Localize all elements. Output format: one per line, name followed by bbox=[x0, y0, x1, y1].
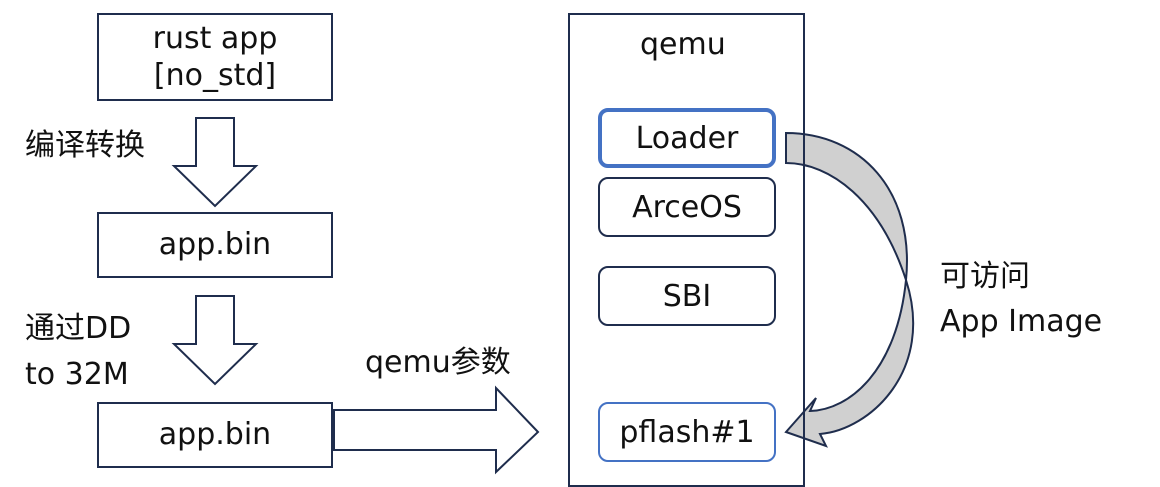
app-bin-label-1: app.bin bbox=[158, 227, 272, 263]
arceos-box: ArceOS bbox=[598, 177, 776, 237]
qemu-param-label: qemu参数 bbox=[365, 345, 511, 380]
arceos-label: ArceOS bbox=[632, 189, 742, 225]
qemu-container bbox=[568, 13, 805, 487]
down-arrow-1 bbox=[171, 117, 259, 208]
app-bin-box-1: app.bin bbox=[97, 212, 333, 278]
sbi-box: SBI bbox=[598, 266, 776, 326]
right-arrow bbox=[333, 385, 540, 475]
app-bin-box-2: app.bin bbox=[97, 402, 333, 468]
qemu-title: qemu bbox=[640, 27, 726, 62]
dd-label-line2: to 32M bbox=[25, 357, 129, 392]
compile-label: 编译转换 bbox=[25, 128, 145, 163]
app-bin-label-2: app.bin bbox=[158, 417, 272, 453]
pflash-box: pflash#1 bbox=[598, 402, 776, 462]
rust-app-line1: rust app bbox=[152, 20, 278, 56]
loader-label: Loader bbox=[635, 120, 739, 156]
rust-app-line2: [no_std] bbox=[153, 58, 277, 93]
down-arrow-2 bbox=[171, 295, 259, 386]
curved-access-arrow bbox=[784, 131, 915, 448]
access-label-line1: 可访问 bbox=[940, 259, 1030, 294]
loader-box: Loader bbox=[598, 108, 776, 168]
rust-app-box: rust app [no_std] bbox=[97, 13, 333, 101]
access-label-line2: App Image bbox=[940, 304, 1103, 339]
pflash-label: pflash#1 bbox=[619, 414, 755, 450]
dd-label-line1: 通过DD bbox=[25, 311, 132, 346]
sbi-label: SBI bbox=[662, 278, 712, 314]
